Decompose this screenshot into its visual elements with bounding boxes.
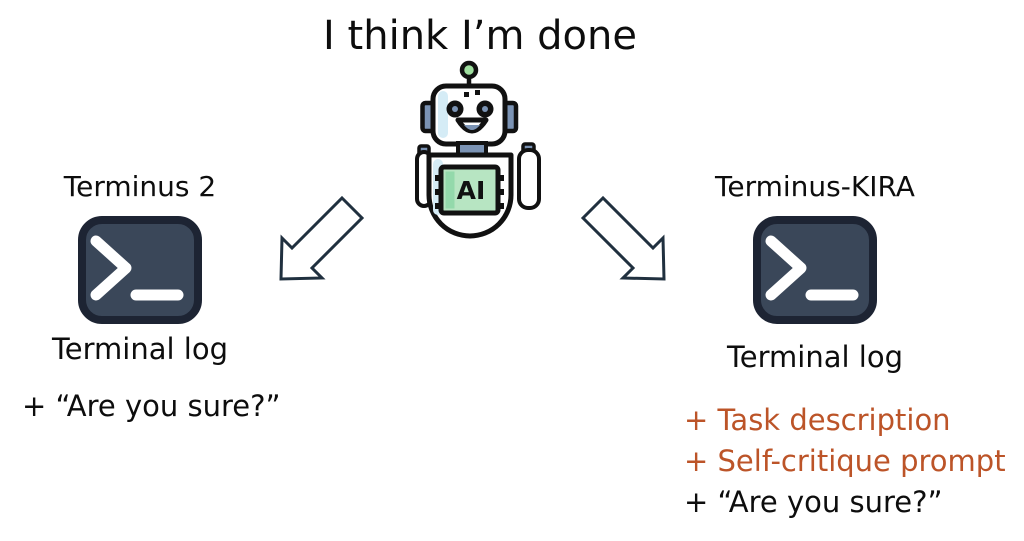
robot-antenna-ball	[459, 60, 479, 80]
plus-annotation-line: + “Are you sure?”	[22, 389, 281, 423]
terminal-chevron	[90, 235, 132, 301]
ai-robot-icon: AI	[415, 60, 541, 239]
terminal-chevron	[765, 235, 807, 301]
plus-annotation-line: + Task description	[684, 403, 951, 437]
left-branch-heading: Terminus 2	[63, 170, 217, 203]
arrow-down-right-icon	[580, 195, 666, 281]
terminal-icon	[78, 216, 202, 324]
terminal-window	[753, 216, 877, 324]
robot-head-shading	[438, 91, 448, 138]
terminal-window	[78, 216, 202, 324]
right-annotation-list: + Task description + Self-critique prompt…	[684, 400, 1024, 523]
arrow-down-right-shape	[580, 195, 666, 281]
diagram-title: I think I’m done	[323, 13, 637, 59]
right-terminal-caption: Terminal log	[727, 340, 903, 374]
robot-arm-right	[517, 148, 541, 210]
robot-chip-shading	[445, 171, 455, 209]
arrow-down-left-shape	[279, 195, 365, 281]
robot-chip-label: AI	[457, 176, 486, 205]
arrow-down-left-icon	[279, 195, 365, 281]
robot-tongue	[464, 125, 480, 130]
robot-brow-dot	[475, 90, 480, 95]
left-annotation-list: + “Are you sure?”	[22, 386, 342, 426]
plus-annotation-line: + “Are you sure?”	[684, 485, 943, 519]
robot-ai-chip	[438, 164, 501, 216]
terminal-icon	[753, 216, 877, 324]
robot-brow-dot	[464, 92, 469, 97]
left-terminal-caption: Terminal log	[52, 332, 228, 366]
robot-eye-right-pupil	[482, 106, 488, 112]
plus-annotation-line: + Self-critique prompt	[684, 444, 1006, 478]
right-branch-heading: Terminus-KIRA	[715, 170, 915, 203]
robot-eye-left-pupil	[452, 106, 458, 112]
